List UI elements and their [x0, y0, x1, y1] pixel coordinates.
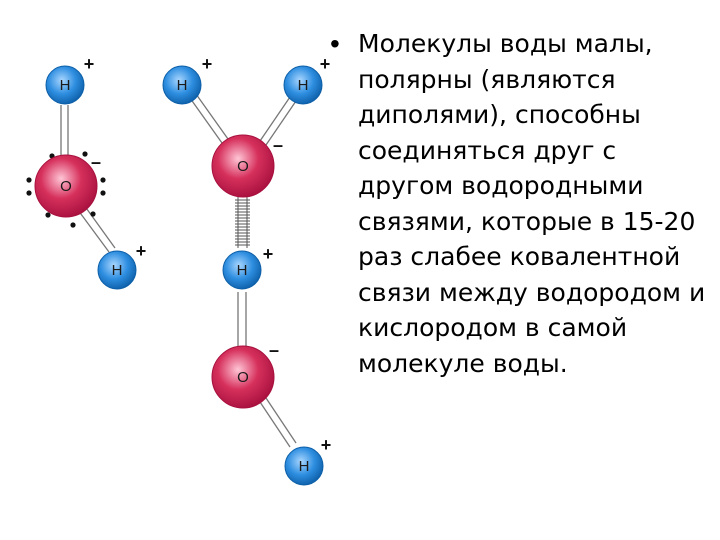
- charge-plus: +: [320, 54, 331, 74]
- svg-text:H: H: [237, 262, 248, 279]
- svg-text:H: H: [298, 77, 309, 94]
- hydrogen-bond: [235, 197, 250, 248]
- bullet-text: Молекулы воды малы, полярны (являются ди…: [358, 29, 706, 378]
- svg-text:H: H: [177, 77, 188, 94]
- molecule-upper-bonds: [189, 93, 297, 146]
- oxygen-atom-lower: O: [211, 345, 275, 409]
- hydrogen-atom-left-top: H: [45, 65, 85, 105]
- svg-text:O: O: [237, 369, 249, 386]
- lone-pairs-left-oxygen: [26, 151, 106, 228]
- partial-charges: + – + + + – + – +: [84, 54, 332, 455]
- hydrogen-atom-upper-right: H: [283, 65, 323, 105]
- charge-minus: –: [269, 340, 279, 360]
- svg-text:H: H: [60, 77, 71, 94]
- charge-plus: +: [136, 241, 147, 261]
- bullet-marker: •: [330, 28, 340, 59]
- charge-plus: +: [84, 54, 95, 74]
- hydrogen-atom-middle: H: [222, 250, 262, 290]
- hydrogen-atom-lower-bottom: H: [284, 446, 324, 486]
- svg-text:H: H: [299, 458, 310, 475]
- svg-text:O: O: [237, 158, 249, 175]
- hydrogen-atom-upper-left: H: [162, 65, 202, 105]
- charge-plus: +: [321, 435, 332, 455]
- hydrogen-atom-left-bottom: H: [97, 250, 137, 290]
- charge-minus: –: [273, 135, 283, 155]
- molecule-lower-bonds: [237, 292, 297, 448]
- charge-minus: –: [91, 152, 101, 172]
- charge-plus: +: [263, 244, 274, 264]
- oxygen-atom-left: O: [34, 154, 98, 218]
- svg-text:H: H: [112, 262, 123, 279]
- svg-text:O: O: [60, 178, 72, 195]
- molecule-left-bonds: [60, 105, 116, 253]
- charge-plus: +: [202, 54, 213, 74]
- oxygen-atom-upper: O: [211, 134, 275, 198]
